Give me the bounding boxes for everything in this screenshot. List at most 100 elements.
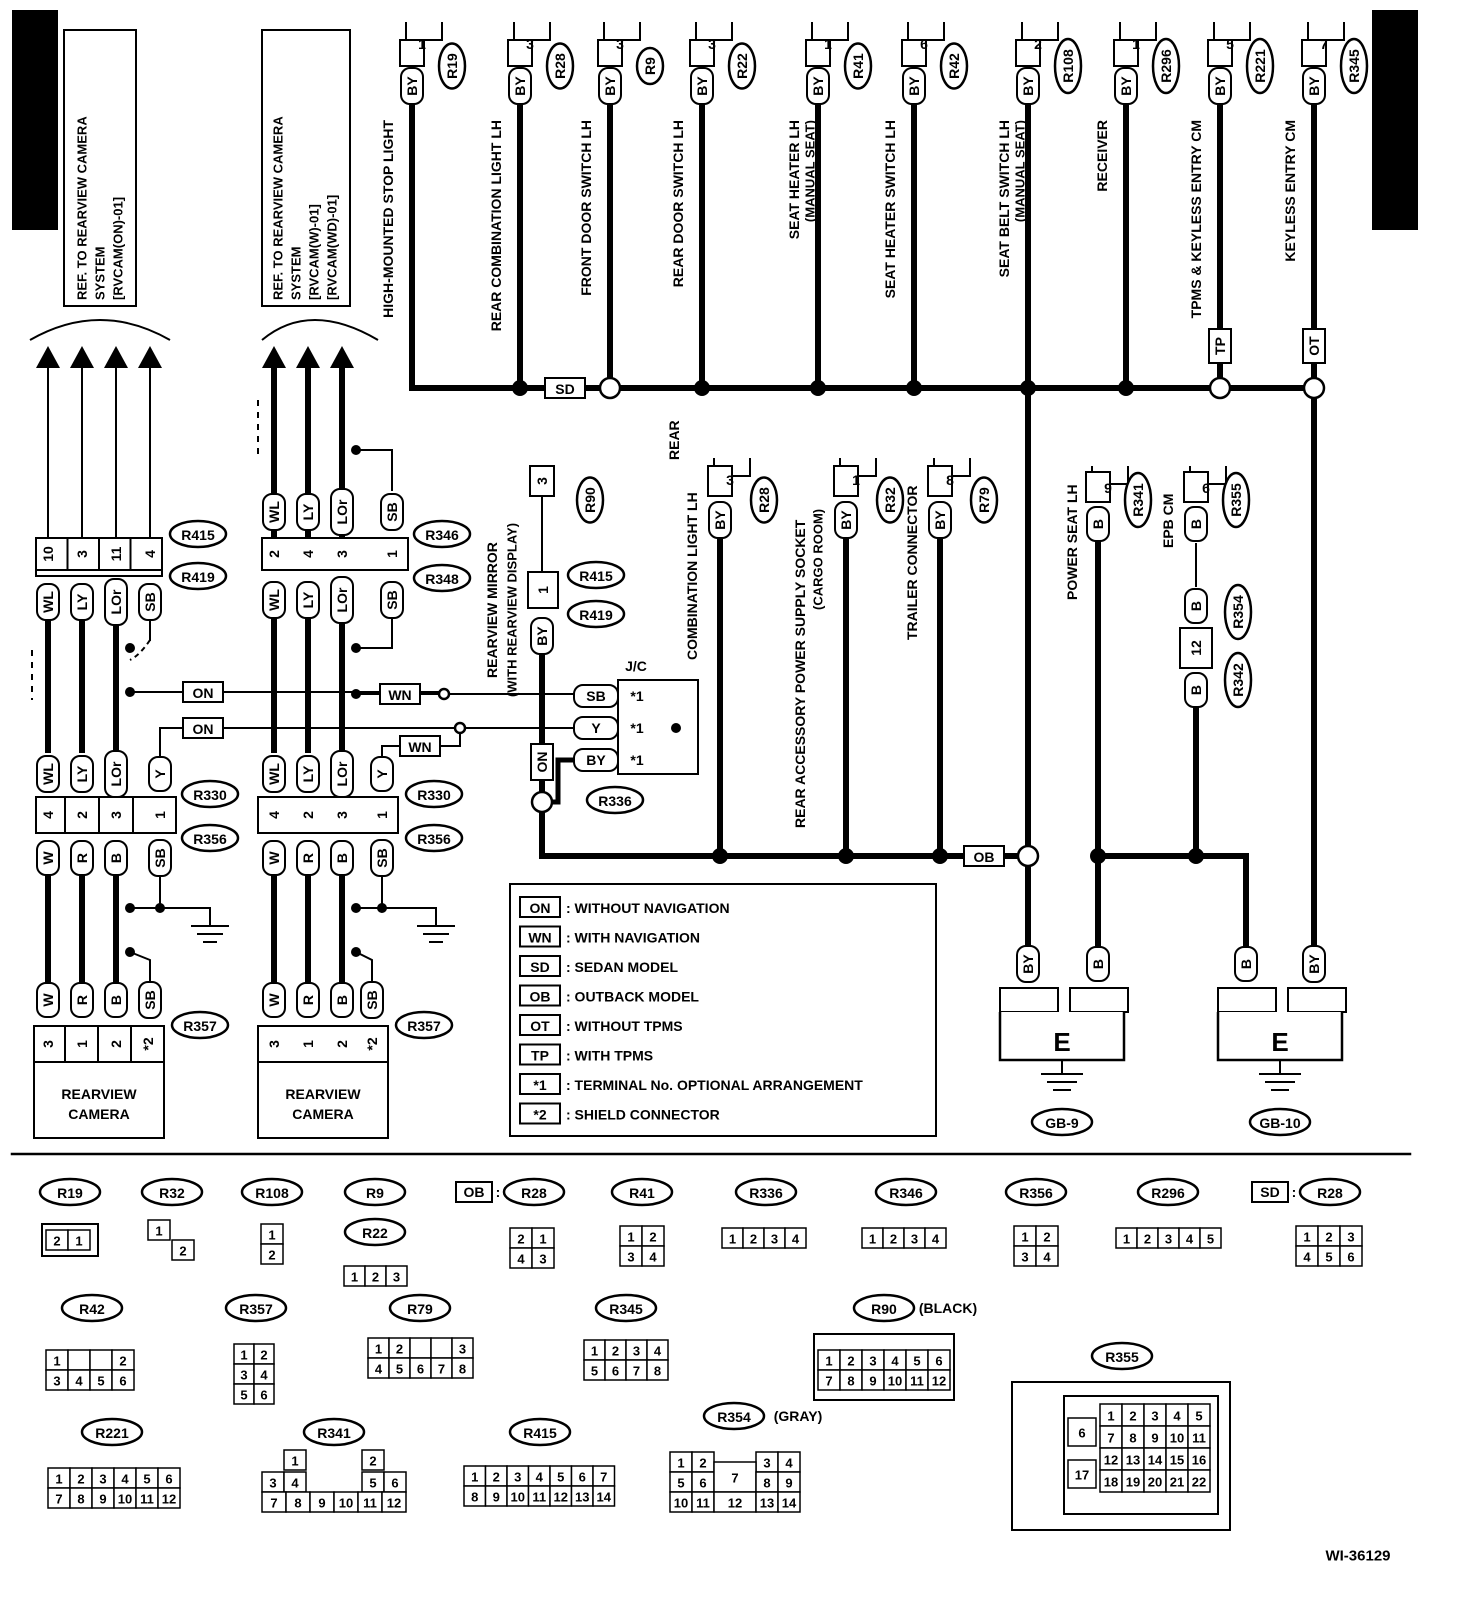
top-wire-tag: BY (906, 76, 922, 96)
face-r346-pin: 2 (890, 1232, 897, 1247)
legend-text: : TERMINAL No. OPTIONAL ARRANGEMENT (566, 1077, 863, 1093)
pin-left-top: 10 (40, 546, 56, 562)
top-pin: 6 (920, 36, 928, 52)
face-r355-pin: 22 (1192, 1475, 1206, 1490)
bus-optional-node (1302, 376, 1326, 400)
label-r415-left: R415 (181, 527, 215, 543)
pin-right-bottom: *2 (364, 1037, 380, 1050)
face-r28-sd: R28 (1317, 1185, 1343, 1201)
top-wire-tag: BY (1306, 76, 1322, 96)
face-r355-pin: 7 (1107, 1431, 1114, 1446)
face-r79-top-pin: 1 (375, 1342, 382, 1357)
shield-wire (129, 951, 151, 982)
top-conn-name-oval (1151, 37, 1181, 95)
face-r415-pin: 1 (471, 1470, 478, 1485)
face-r42-oval (60, 1293, 124, 1323)
tag-wn-1: WN (388, 687, 411, 703)
face-r221-pin: 3 (99, 1472, 106, 1487)
wire-tag-left-pill (36, 583, 60, 621)
face-r108-pin: 1 (268, 1228, 275, 1243)
face-r356-pin: 1 (1021, 1230, 1028, 1245)
face-r296-cell (1199, 1227, 1222, 1249)
jc-by: BY (586, 752, 606, 768)
top-conn-name-oval (1339, 37, 1369, 95)
wire-tag-left: SB (142, 592, 158, 611)
mid-conn-name: R341 (1130, 483, 1146, 517)
face-r42-top-cell (89, 1349, 113, 1371)
ref-left-line: [RVCAM(ON)-01] (111, 197, 126, 300)
label-r348-oval (412, 563, 472, 593)
wire-tag-left-bottom: R (74, 995, 90, 1005)
face-r42-top-pin: 2 (119, 1354, 126, 1369)
top-conn-body (1113, 39, 1139, 67)
face-r355-pin: 20 (1148, 1475, 1162, 1490)
face-r355-pin: 19 (1126, 1475, 1140, 1490)
face-r296-pin: 4 (1186, 1232, 1194, 1247)
face-r357-pin: 3 (240, 1368, 247, 1383)
mirror-node (530, 790, 554, 814)
label-r330-right: R330 (417, 787, 451, 803)
face-r32-oval (140, 1177, 204, 1207)
wire-tag-left-low: R (74, 853, 90, 863)
wire-tag-left: WL (40, 591, 56, 613)
face-r79: R79 (407, 1301, 433, 1317)
wire-tag-right-top-pill (296, 493, 320, 531)
legend-text: : SEDAN MODEL (566, 959, 678, 975)
wire-tag-right-upper: LY (300, 591, 316, 608)
epb-tag-1: B (1188, 601, 1204, 611)
face-r221-pin: 9 (99, 1492, 106, 1507)
jc-label: J/C (625, 658, 647, 674)
pin-right-mid: 3 (334, 811, 350, 819)
pin-right-mid: 2 (300, 811, 316, 819)
face-r90: R90 (871, 1301, 897, 1317)
face-r22-cell (385, 1265, 408, 1287)
ref-arc-left (29, 319, 171, 341)
face-r28-sd-cell (1339, 1245, 1363, 1267)
face-r345-pin: 8 (654, 1364, 661, 1379)
face-r90-pin: 7 (825, 1374, 832, 1389)
r415-mirror-conn (527, 571, 559, 609)
wire-tag-left-low: B (108, 853, 124, 863)
face-r221-pin: 5 (143, 1472, 150, 1487)
pin-right-top: 3 (334, 550, 350, 558)
face-r355-pin: 10 (1170, 1431, 1184, 1446)
mid-conn-name-oval (875, 476, 905, 524)
face-r356-pin: 4 (1043, 1250, 1051, 1265)
wire-tag-right-bottom: SB (364, 990, 380, 1009)
mid-wire-tag-pill (928, 501, 952, 539)
face-r345-pin: 2 (612, 1344, 619, 1359)
face-r221-oval (80, 1417, 144, 1447)
ob-bus-junction (712, 848, 728, 864)
face-r28-ob-pin: 4 (517, 1252, 525, 1267)
legend-text: : OUTBACK MODEL (566, 989, 699, 1005)
jc-y-pill (573, 716, 619, 740)
face-r354-oval (702, 1401, 766, 1431)
mid-wire-tag: BY (838, 510, 854, 530)
mirror-wire-tag-pill (530, 617, 554, 655)
face-r221-pin: 4 (121, 1472, 129, 1487)
face-r345-pin: 3 (633, 1344, 640, 1359)
face-r354-34-pin: 3 (763, 1456, 770, 1471)
jc-sb: SB (586, 688, 605, 704)
face-r341-oval (302, 1417, 366, 1447)
camera-left-line2: CAMERA (68, 1106, 129, 1122)
tag-sd: SD (555, 381, 574, 397)
wire-tag-left-pill (70, 583, 94, 621)
face-r354-34-pin: 4 (785, 1456, 793, 1471)
face-r354-12-pin: 1 (677, 1456, 684, 1471)
mirror-label: REARVIEW MIRROR (484, 542, 500, 678)
face-r415-pin: 14 (597, 1490, 612, 1505)
ref-box-left (63, 29, 137, 307)
face-r355-pin: 5 (1195, 1409, 1202, 1424)
ground-wire-tag-pill (1016, 945, 1040, 983)
ref-left-line: REF. TO REARVIEW CAMERA (75, 116, 90, 300)
tag-on-1-box (182, 681, 224, 703)
face-r354-1314-pin: 14 (782, 1496, 797, 1511)
camera-right-line2: CAMERA (292, 1106, 353, 1122)
wire-tag-right-top-pill (262, 493, 286, 531)
ref-right-line: [RVCAM(WD)-01] (325, 195, 340, 300)
face-r41-oval (610, 1177, 674, 1207)
legend-code: OT (530, 1018, 550, 1034)
top-wire-tag-pill (400, 67, 424, 105)
legend-code-box (519, 1014, 561, 1036)
